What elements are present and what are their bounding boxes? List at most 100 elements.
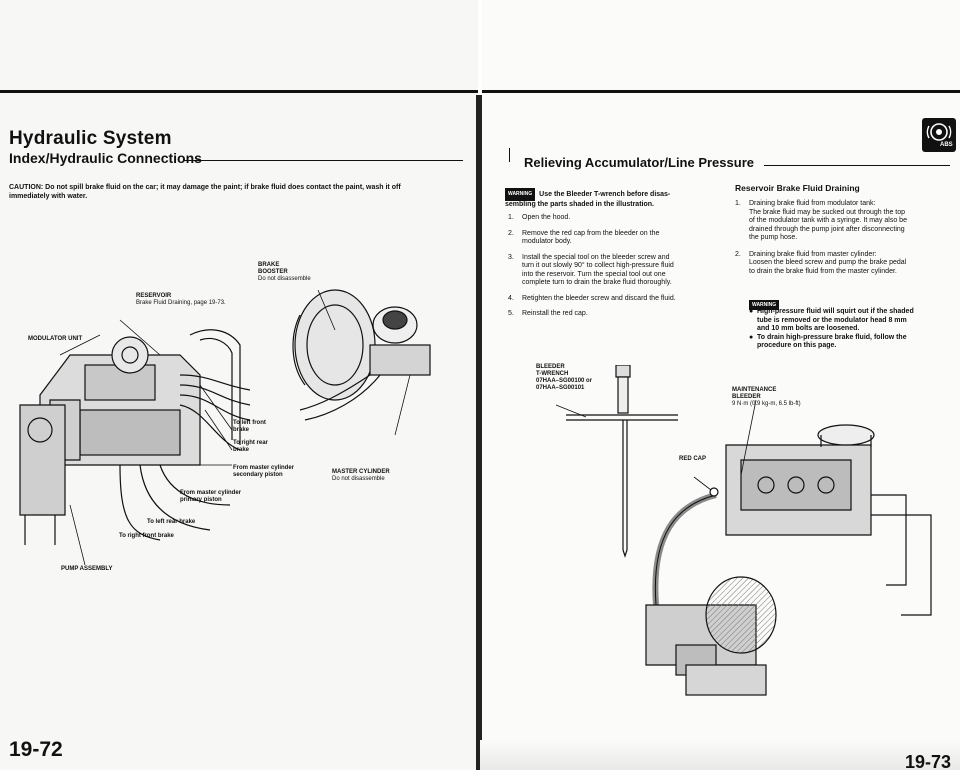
step-1-number: 1. [508, 214, 514, 221]
step-3-number: 3. [508, 253, 514, 261]
reservoir-step-1-line-1: Draining brake fluid from modulator tank… [749, 200, 876, 207]
from-master-primary-line-1: From master cylinder [180, 490, 242, 496]
reservoir-label-line-1: RESERVOIR [136, 293, 172, 299]
caution-line-1: CAUTION: Do not spill brake fluid on the… [9, 184, 401, 191]
reservoir-label: RESERVOIR Brake Fluid Draining, page 19-… [136, 293, 226, 307]
bleeder-wrench-line-1: BLEEDER [536, 364, 565, 370]
red-cap-label: RED CAP [679, 456, 707, 462]
maintenance-bleeder-line-1: MAINTENANCE [732, 387, 777, 393]
section-subtitle: Index/Hydraulic Connections [9, 150, 202, 166]
reservoir-step-1: 1. Draining brake fluid from modulator t… [735, 200, 953, 243]
warning-bullet-1: ● High-pressure fluid will squirt out if… [749, 308, 954, 334]
bleeder-wrench-line-3: 07HAA–SG00100 or [536, 378, 593, 384]
from-master-secondary-line-1: From master cylinder [233, 465, 295, 471]
warning-2-line-1: To drain high-pressure brake fluid, foll… [757, 333, 907, 341]
modulator-unit-label: MODULATOR UNIT [28, 336, 83, 342]
bleeder-diagram [555, 365, 932, 696]
reservoir-step-2: 2. Draining brake fluid from master cyli… [735, 251, 953, 277]
reservoir-label-line-2: Brake Fluid Draining, page 19-73. [136, 300, 226, 306]
bleeder-t-wrench-label: BLEEDER T-WRENCH 07HAA–SG00100 or 07HAA–… [536, 364, 592, 392]
to-right-rear-line-2: brake [233, 447, 250, 453]
maintenance-bleeder-line-2: BLEEDER [732, 394, 761, 400]
step-2-line-1: Remove the red cap from the bleeder on t… [522, 229, 660, 237]
warning-1-line-2: tube is removed or the modulator head 8 … [757, 316, 907, 324]
bullet-dot-icon: ● [749, 308, 754, 315]
step-5: 5. Reinstall the red cap. [508, 310, 723, 319]
step-2-line-2: modulator body. [522, 238, 572, 245]
warning-1-line-3: and 10 mm bolts are loosened. [757, 325, 860, 332]
maintenance-bleeder-line-3: 9 N·m (0.9 kg-m, 6.5 lb-ft) [732, 401, 801, 407]
warning-intro-line-2: sembling the parts shaded in the illustr… [505, 200, 654, 208]
reservoir-step-1-line-3: of the modulator tank with a syringe. It… [749, 217, 907, 224]
warning-badge-2: WARNING [749, 299, 780, 310]
to-left-rear-brake-label: To left rear brake [147, 519, 196, 525]
left-page-number: 19-72 [9, 738, 63, 761]
reservoir-step-2-line-2: Loosen the bleed screw and pump the brak… [749, 259, 907, 266]
to-right-rear-line-1: To right rear [233, 440, 268, 446]
step-5-number: 5. [508, 310, 514, 317]
master-cylinder-label: MASTER CYLINDER Do not disassemble [332, 469, 390, 483]
reservoir-step-1-line-5: the pump hose. [749, 234, 798, 241]
step-1-line-1: Open the hood. [522, 214, 571, 221]
book-gutter [476, 95, 484, 770]
reservoir-steps: 1. Draining brake fluid from modulator t… [735, 200, 953, 276]
step-3-line-4: complete turn to drain the brake fluid t… [522, 279, 672, 286]
step-2-number: 2. [508, 229, 514, 237]
reservoir-step-2-number: 2. [735, 250, 741, 258]
warning-intro-line-1: Use the Bleeder T-wrench before disas- [539, 191, 671, 199]
step-4: 4. Retighten the bleeder screw and disca… [508, 295, 723, 304]
reservoir-step-2-line-1: Draining brake fluid from master cylinde… [749, 250, 877, 258]
abs-badge: ABS [922, 118, 956, 152]
caution-note: CAUTION: Do not spill brake fluid on the… [9, 183, 464, 201]
step-2: 2. Remove the red cap from the bleeder o… [508, 230, 723, 247]
right-top-rule [482, 90, 960, 93]
step-5-line-1: Reinstall the red cap. [522, 310, 588, 317]
from-master-secondary-label: From master cylinder secondary piston [233, 465, 294, 479]
to-right-rear-brake-label: To right rear brake [233, 440, 268, 454]
from-master-primary-line-2: primary piston [180, 497, 222, 503]
step-4-number: 4. [508, 294, 514, 302]
brake-booster-label-line-3: Do not disassemble [258, 276, 311, 282]
procedure-steps: 1. Open the hood. 2. Remove the red cap … [508, 214, 723, 319]
right-page-number: 19-73 [905, 752, 952, 772]
reservoir-step-1-number: 1. [735, 200, 741, 207]
abs-badge-text: ABS [940, 142, 953, 148]
abs-brake-icon [926, 123, 952, 141]
step-3: 3. Install the special tool on the bleed… [508, 254, 723, 288]
warning-bullet-2: ● To drain high-pressure brake fluid, fo… [749, 334, 954, 351]
reservoir-draining-heading: Reservoir Brake Fluid Draining [735, 183, 860, 193]
master-cylinder-label-line-2: Do not disassemble [332, 476, 385, 482]
brake-booster-label-line-2: BOOSTER [258, 269, 288, 275]
to-left-front-line-1: To left front [233, 420, 266, 426]
subtitle-rule [183, 160, 463, 161]
right-section-title: Relieving Accumulator/Line Pressure [524, 155, 754, 170]
step-4-line-1: Retighten the bleeder screw and discard … [522, 294, 676, 302]
reservoir-step-1-line-4: drained through the pump joint after dis… [749, 225, 905, 233]
reservoir-step-2-line-3: to drain the brake fluid from the master… [749, 267, 897, 275]
to-left-front-line-2: brake [233, 427, 250, 433]
page-title: Hydraulic System [9, 128, 172, 149]
step-3-line-3: into the reservoir. Turn the special too… [522, 270, 666, 278]
hydraulic-connections-diagram [19, 289, 431, 566]
title-left-tick [509, 148, 510, 162]
step-3-line-1: Install the special tool on the bleeder … [522, 253, 670, 261]
brake-booster-label: BRAKE BOOSTER Do not disassemble [258, 262, 311, 283]
warning-badge: WARNING [505, 188, 536, 201]
warning-2-line-2: procedure on this page. [757, 342, 837, 349]
left-top-rule [0, 90, 478, 93]
caution-line-2: immediately with water. [9, 193, 88, 200]
step-3-line-2: turn it out slowly 90° to collect high-p… [522, 262, 674, 269]
right-title-rule [764, 165, 950, 166]
warning-1-line-1: High-pressure fluid will squirt out if t… [757, 308, 914, 315]
page-bottom-shadow [480, 740, 960, 770]
from-master-primary-label: From master cylinder primary piston [180, 490, 241, 504]
bleeder-wrench-line-2: T-WRENCH [536, 371, 569, 377]
to-left-front-brake-label: To left front brake [233, 420, 266, 434]
master-cylinder-label-line-1: MASTER CYLINDER [332, 469, 390, 475]
step-1: 1. Open the hood. [508, 214, 723, 223]
pump-assembly-label: PUMP ASSEMBLY [61, 566, 113, 572]
from-master-secondary-line-2: secondary piston [233, 472, 283, 478]
to-right-front-brake-label: To right front brake [119, 533, 174, 539]
brake-booster-label-line-1: BRAKE [258, 262, 280, 268]
